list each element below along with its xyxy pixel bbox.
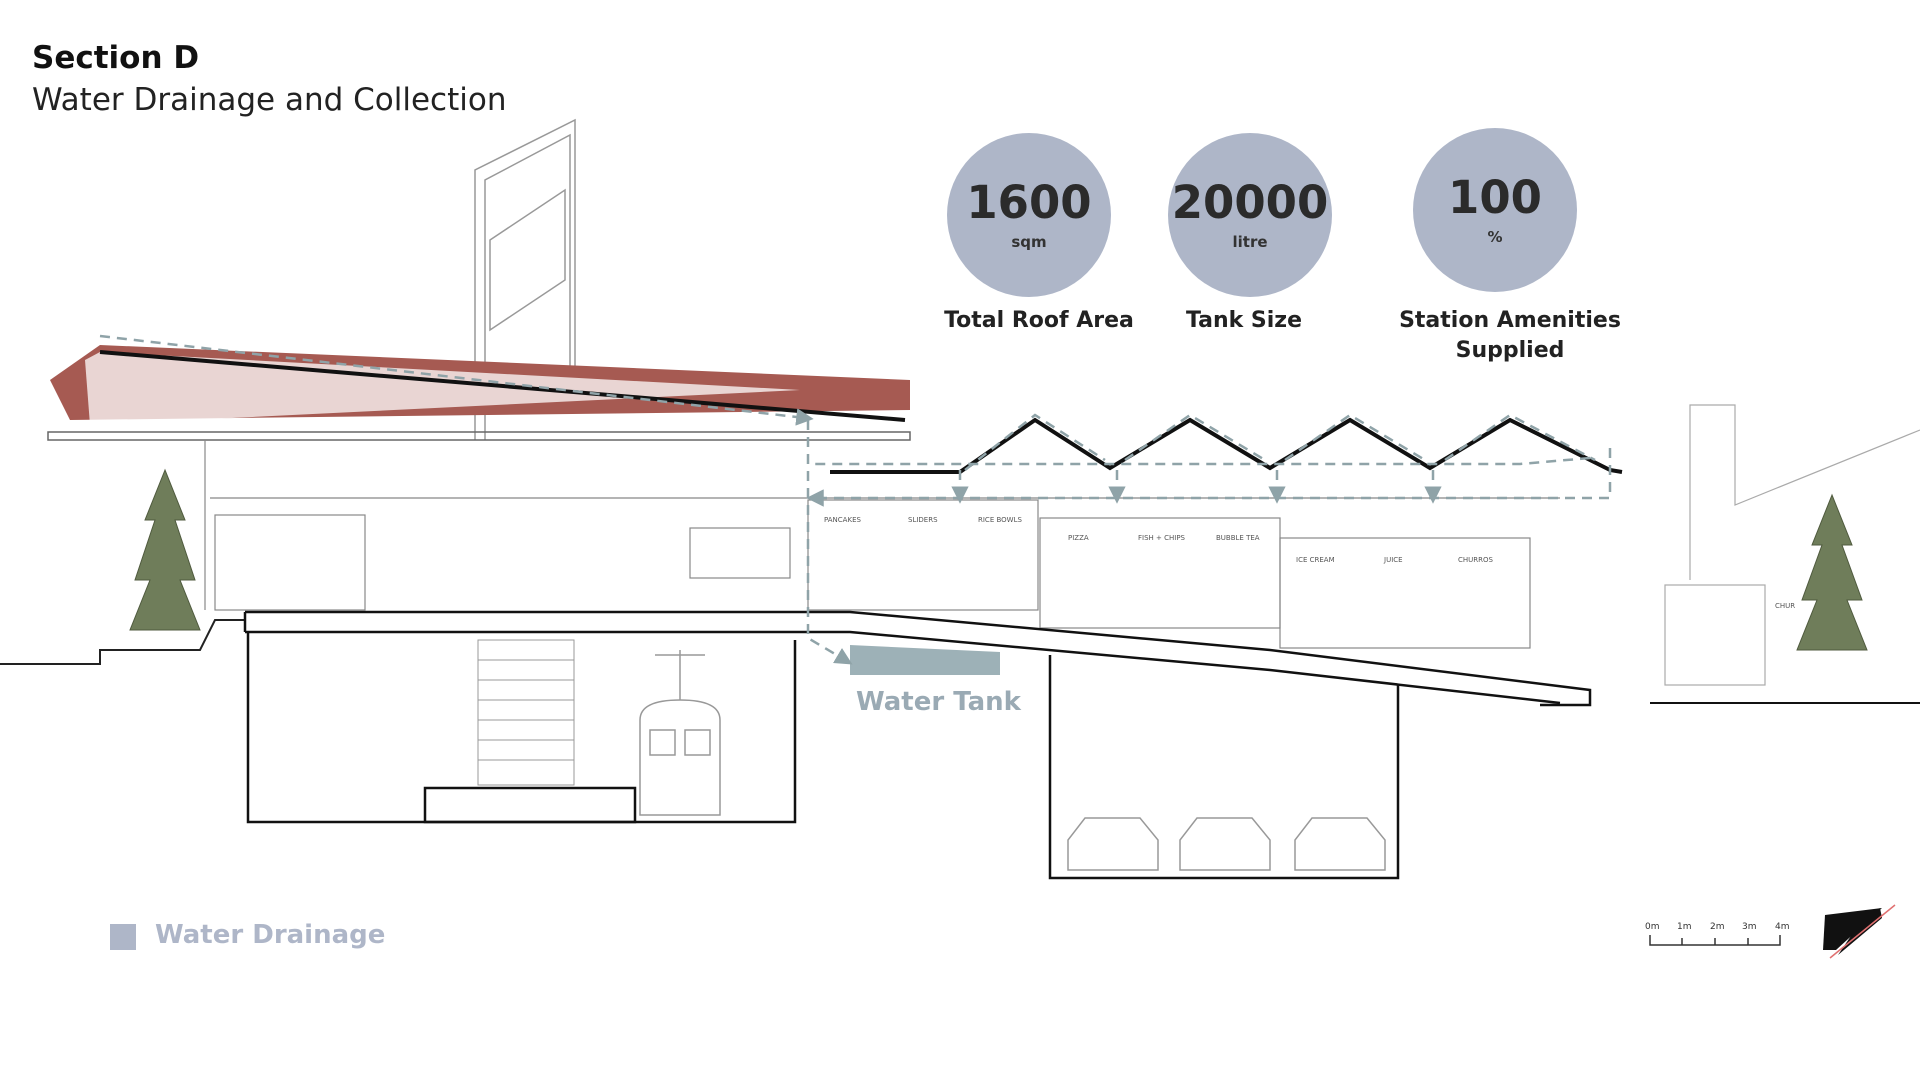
stat-label-amenities: Station Amenities Supplied — [1399, 308, 1621, 363]
stat-value: 1600 — [966, 175, 1092, 229]
drainage-lines — [99, 334, 1612, 665]
page-title: Section D — [32, 40, 200, 76]
stat-value: 20000 — [1171, 175, 1329, 229]
north-arrow-icon — [1823, 904, 1896, 959]
shop-sign: ICE CREAM — [1296, 556, 1335, 564]
stat-tank-size: 20000 litre — [1168, 133, 1332, 297]
carpark — [1048, 655, 1400, 880]
legend-label: Water Drainage — [155, 920, 386, 950]
stat-amenities: 100 % — [1413, 128, 1577, 292]
sawtooth-roof — [830, 417, 1623, 474]
water-tank — [850, 645, 1000, 675]
platform-level — [246, 632, 797, 824]
shop-sign: JUICE — [1384, 556, 1403, 564]
page-subtitle: Water Drainage and Collection — [32, 82, 507, 118]
scale-tick-label: 0m — [1645, 922, 1660, 932]
stat-label-roof-area: Total Roof Area — [944, 308, 1134, 333]
stat-label-tank-size: Tank Size — [1185, 308, 1303, 333]
legend-swatch — [110, 924, 136, 950]
cars — [1067, 817, 1386, 871]
shop-sign: BUBBLE TEA — [1216, 534, 1260, 542]
trees — [129, 468, 1868, 651]
ground-line — [0, 619, 245, 665]
shop-sign: FISH + CHIPS — [1138, 534, 1185, 542]
stat-unit: litre — [1232, 232, 1268, 251]
tower — [474, 118, 576, 440]
scale-tick-label: 3m — [1742, 922, 1757, 932]
shop-sign: PANCAKES — [824, 516, 861, 524]
stat-roof-area: 1600 sqm — [947, 133, 1111, 297]
scale-tick-label: 4m — [1775, 922, 1790, 932]
slabs — [243, 610, 1592, 707]
shop-sign: SLIDERS — [908, 516, 938, 524]
water-tank-label: Water Tank — [856, 687, 1021, 717]
shop-sign: CHURROS — [1458, 556, 1493, 564]
scale-bar — [1649, 935, 1781, 946]
shop-sign: CHUR — [1775, 602, 1796, 610]
stairs — [477, 639, 575, 786]
train — [639, 650, 721, 816]
shop-sign: PIZZA — [1068, 534, 1089, 542]
adjacent-building — [1664, 404, 1920, 686]
scale-tick-label: 1m — [1677, 922, 1692, 932]
stat-value: 100 — [1448, 170, 1542, 224]
stat-unit: % — [1487, 227, 1503, 246]
scale-tick-label: 2m — [1710, 922, 1725, 932]
main-roof — [47, 345, 911, 441]
stat-unit: sqm — [1011, 232, 1047, 251]
shop-sign: RICE BOWLS — [978, 516, 1022, 524]
